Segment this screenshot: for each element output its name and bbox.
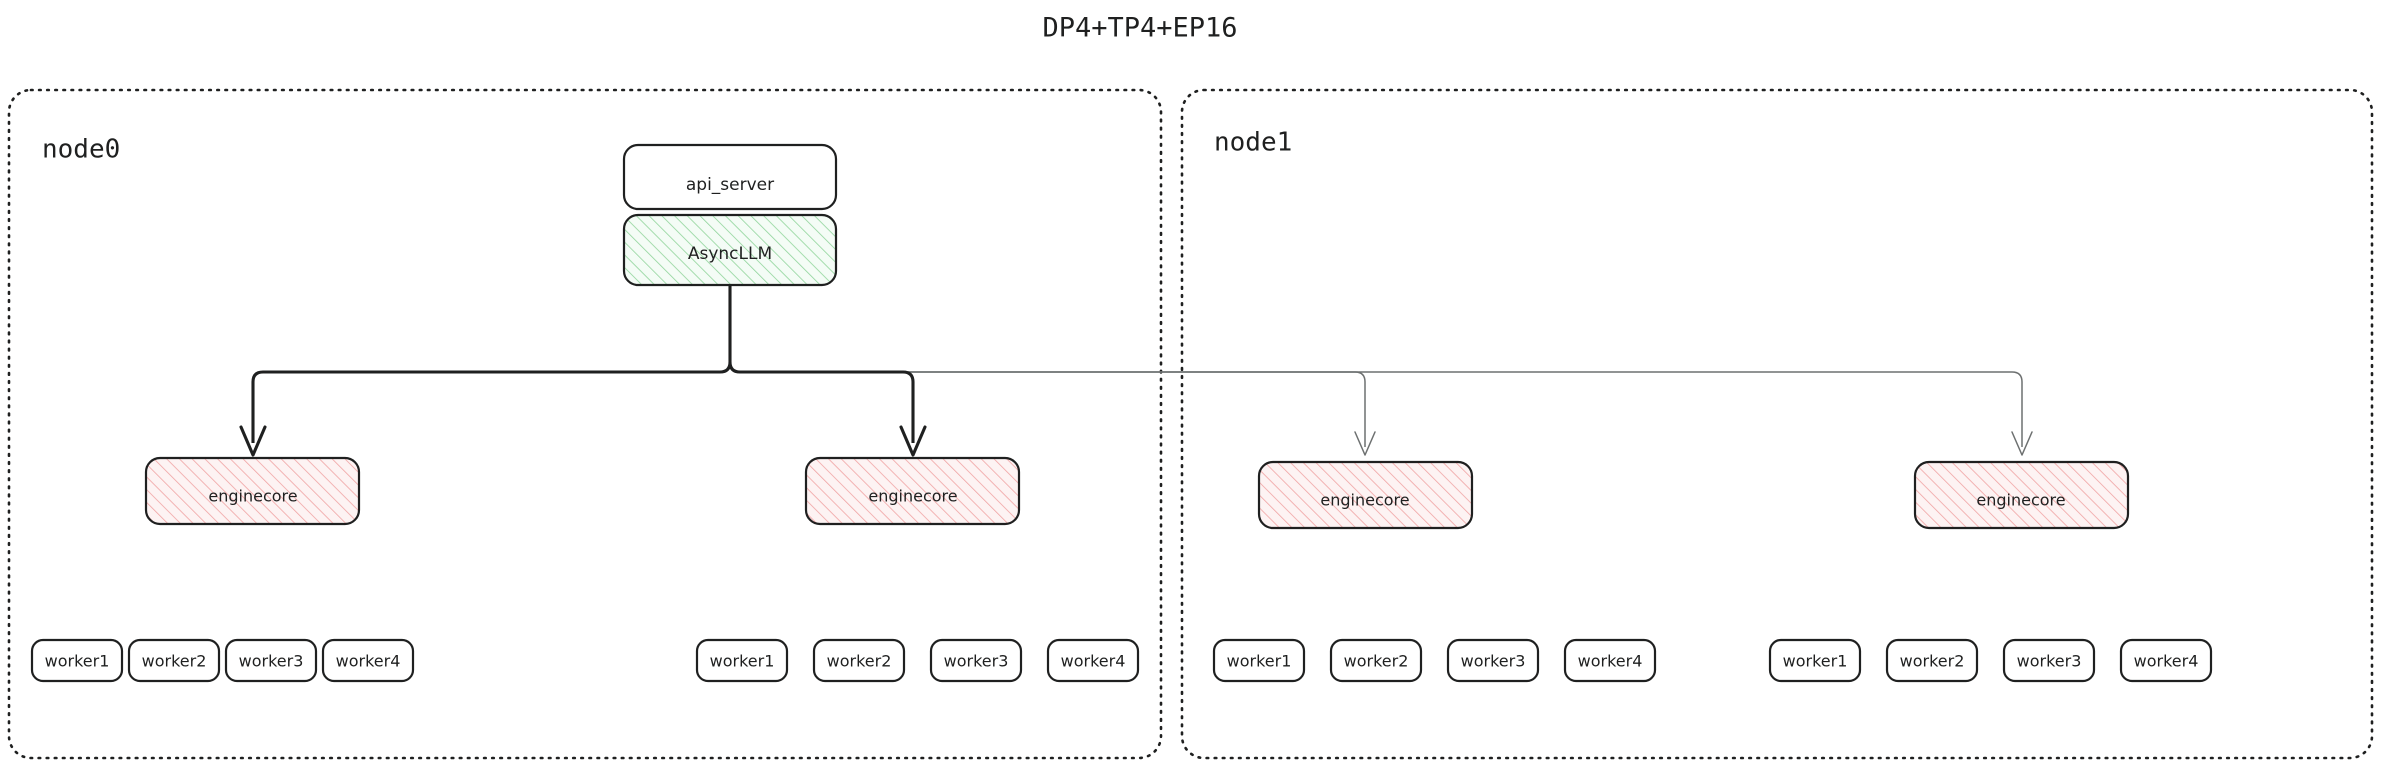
enginecore-3-box[interactable] (1913, 460, 2130, 530)
worker-label: worker2 (827, 652, 892, 671)
worker-label: worker2 (1344, 652, 1409, 671)
enginecore-3-label: enginecore (1976, 491, 2065, 510)
worker-box-rect[interactable] (929, 638, 1023, 683)
worker-box[interactable]: worker4 (1563, 638, 1657, 683)
node-enginecore-3[interactable]: enginecore (1913, 460, 2130, 530)
worker-box-rect[interactable] (1885, 638, 1979, 683)
worker-group-node0-1: worker1 worker2 worker3 worker4 (695, 638, 1140, 683)
enginecore-0-label: enginecore (208, 487, 297, 506)
node-async-llm[interactable]: AsyncLLM (622, 213, 838, 287)
cluster-node0-label: node0 (42, 135, 120, 165)
arrowhead-enginecore-1 (899, 425, 927, 457)
worker-box-rect[interactable] (1563, 638, 1657, 683)
worker-label: worker1 (1783, 652, 1848, 671)
worker-label: worker3 (1461, 652, 1526, 671)
worker-box-rect[interactable] (1768, 638, 1862, 683)
worker-box[interactable]: worker4 (321, 638, 415, 683)
worker-group-node1-1: worker1 worker2 worker3 worker4 (1768, 638, 2213, 683)
edge-asyncllm-trunk-left (719, 361, 732, 374)
worker-group-node0-0: worker1 worker2 worker3 worker4 (30, 638, 415, 683)
worker-label: worker1 (1227, 652, 1292, 671)
worker-box-rect[interactable] (321, 638, 415, 683)
api-server-label: api_server (686, 175, 774, 195)
worker-box[interactable]: worker1 (695, 638, 789, 683)
worker-box-rect[interactable] (1329, 638, 1423, 683)
worker-box[interactable]: worker3 (224, 638, 318, 683)
async-llm-box[interactable] (622, 213, 838, 287)
worker-box[interactable]: worker4 (1046, 638, 1140, 683)
edge-asyncllm-to-enginecore-2 (740, 371, 1366, 447)
cluster-node1: node1 (1180, 88, 2374, 760)
edge-group (239, 285, 2033, 457)
page-title: DP4+TP4+EP16 (1042, 13, 1237, 44)
edge-asyncllm-to-enginecore-1 (740, 370, 915, 443)
worker-box[interactable]: worker2 (812, 638, 906, 683)
worker-box-rect[interactable] (127, 638, 221, 683)
enginecore-0-box[interactable] (144, 456, 361, 526)
worker-box-rect[interactable] (1046, 638, 1140, 683)
enginecore-2-box[interactable] (1257, 460, 1474, 530)
worker-box[interactable]: worker2 (1329, 638, 1423, 683)
worker-box-rect[interactable] (695, 638, 789, 683)
worker-box[interactable]: worker3 (929, 638, 1023, 683)
cluster-node0-border (7, 88, 1163, 760)
node-enginecore-2[interactable]: enginecore (1257, 460, 1474, 530)
worker-box[interactable]: worker1 (30, 638, 124, 683)
node-api-server[interactable]: api_server (622, 143, 838, 211)
worker-box-rect[interactable] (1446, 638, 1540, 683)
worker-box[interactable]: worker1 (1768, 638, 1862, 683)
worker-label: worker1 (45, 652, 110, 671)
enginecore-1-box[interactable] (804, 456, 1021, 526)
node-enginecore-0[interactable]: enginecore (144, 456, 361, 526)
worker-box[interactable]: worker3 (1446, 638, 1540, 683)
enginecore-2-label: enginecore (1320, 491, 1409, 510)
enginecore-1-label: enginecore (868, 487, 957, 506)
worker-label: worker4 (2134, 652, 2199, 671)
worker-box-rect[interactable] (2119, 638, 2213, 683)
worker-label: worker4 (336, 652, 401, 671)
cluster-node0: node0 (7, 88, 1163, 760)
worker-label: worker3 (2017, 652, 2082, 671)
arrowhead-enginecore-3 (2011, 431, 2033, 456)
worker-label: worker1 (710, 652, 775, 671)
cluster-node1-label: node1 (1214, 128, 1292, 158)
arrowhead-enginecore-2 (1354, 431, 1376, 456)
edge-asyncllm-to-enginecore-0 (251, 370, 720, 443)
worker-box[interactable]: worker3 (2002, 638, 2096, 683)
node-enginecore-1[interactable]: enginecore (804, 456, 1021, 526)
api-server-box[interactable] (622, 143, 838, 211)
cluster-node1-border (1180, 88, 2374, 760)
worker-box[interactable]: worker2 (1885, 638, 1979, 683)
worker-label: worker2 (142, 652, 207, 671)
worker-box-rect[interactable] (1212, 638, 1306, 683)
worker-label: worker3 (239, 652, 304, 671)
worker-box[interactable]: worker2 (127, 638, 221, 683)
worker-label: worker2 (1900, 652, 1965, 671)
arrowhead-enginecore-0 (239, 425, 267, 457)
worker-box[interactable]: worker1 (1212, 638, 1306, 683)
worker-group-node1-0: worker1 worker2 worker3 worker4 (1212, 638, 1657, 683)
worker-label: worker3 (944, 652, 1009, 671)
worker-box[interactable]: worker4 (2119, 638, 2213, 683)
worker-label: worker4 (1578, 652, 1643, 671)
worker-box-rect[interactable] (2002, 638, 2096, 683)
worker-label: worker4 (1061, 652, 1126, 671)
async-llm-label: AsyncLLM (688, 244, 772, 264)
worker-box-rect[interactable] (30, 638, 124, 683)
worker-box-rect[interactable] (812, 638, 906, 683)
edge-asyncllm-trunk (728, 285, 741, 374)
edge-asyncllm-to-enginecore-3 (740, 371, 2023, 447)
worker-box-rect[interactable] (224, 638, 318, 683)
